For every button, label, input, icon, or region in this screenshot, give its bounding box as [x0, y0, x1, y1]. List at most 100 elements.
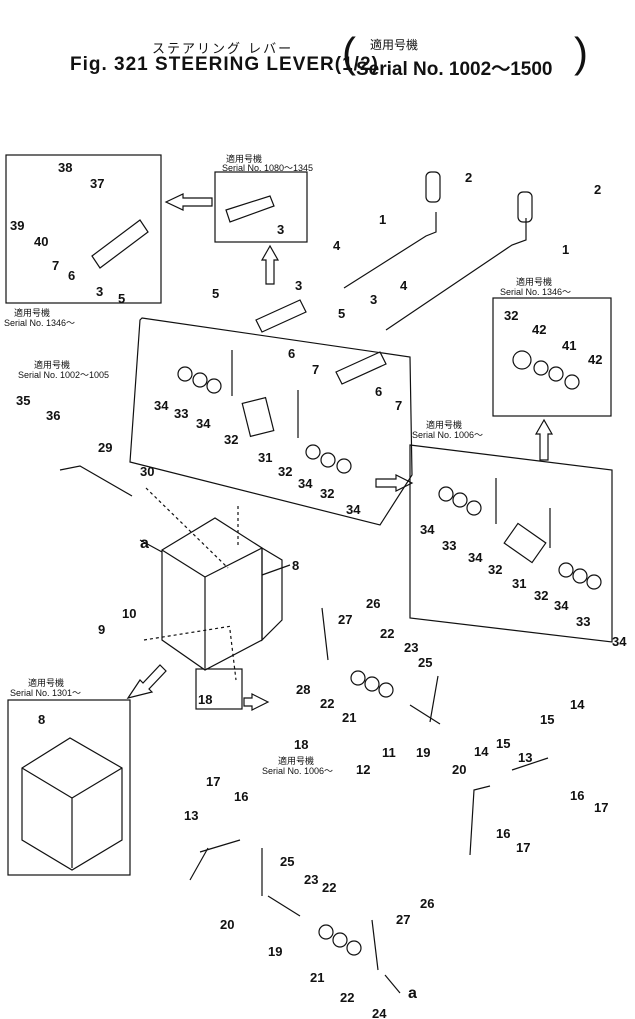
bracket-3-1080 — [225, 195, 275, 223]
arrow-up-1346b — [534, 418, 554, 461]
callout-27: 27 — [396, 912, 410, 927]
callout-34: 34 — [298, 476, 313, 491]
callout-26: 26 — [420, 896, 434, 911]
callout-33: 33 — [174, 406, 188, 421]
callout-10: 10 — [122, 606, 136, 621]
callout-22: 22 — [340, 990, 354, 1005]
callout-34: 34 — [554, 598, 569, 613]
callout-34: 34 — [154, 398, 169, 413]
lever-rod-1 — [343, 212, 437, 289]
callout-28: 28 — [296, 682, 310, 697]
callout-20: 20 — [220, 917, 234, 932]
callout-6: 6 — [68, 268, 75, 283]
callout-17: 17 — [206, 774, 220, 789]
rod-13-upper — [511, 757, 549, 771]
control-box-1301 — [21, 737, 123, 871]
callout-11: 11 — [382, 745, 396, 760]
callout-32: 32 — [504, 308, 518, 323]
callout-8: 8 — [38, 712, 45, 727]
left-paren-decoration: ( — [342, 29, 356, 76]
callout-32: 32 — [534, 588, 548, 603]
callout-23: 23 — [304, 872, 318, 887]
callout-34: 34 — [468, 550, 483, 565]
callout-1: 1 — [379, 212, 386, 227]
callout-32: 32 — [320, 486, 334, 501]
lever-rod-2 — [385, 218, 527, 331]
callout-18: 18 — [198, 692, 212, 707]
callout-4: 4 — [333, 238, 341, 253]
callout-34: 34 — [346, 502, 361, 517]
callout-23: 23 — [404, 640, 418, 655]
caption-en-1301: Serial No. 1301～ — [10, 688, 81, 698]
callout-7: 7 — [312, 362, 319, 377]
serial-english: Serial No. 1002～1500 — [356, 59, 553, 80]
callout-40: 40 — [34, 234, 48, 249]
callout-32: 32 — [224, 432, 238, 447]
callout-26: 26 — [366, 596, 380, 611]
callout-30: 30 — [140, 464, 154, 479]
sleeve-31 — [241, 396, 275, 438]
callout-15: 15 — [540, 712, 554, 727]
arrow-up-1080 — [260, 244, 280, 285]
callout-31: 31 — [512, 576, 526, 591]
inset-box-1080 — [214, 171, 308, 243]
callout-12: 12 — [356, 762, 370, 777]
callout-24: 24 — [372, 1006, 387, 1019]
callout-20: 20 — [452, 762, 466, 777]
callout-22: 22 — [320, 696, 334, 711]
callout-14: 14 — [570, 697, 585, 712]
inset-box-1346-b — [492, 297, 612, 417]
callout-34: 34 — [612, 634, 627, 649]
callout-9: 9 — [98, 622, 105, 637]
callout-7: 7 — [395, 398, 402, 413]
callout-42: 42 — [532, 322, 546, 337]
callout-3: 3 — [370, 292, 377, 307]
bracket-3-right — [335, 351, 387, 385]
callout-6: 6 — [375, 384, 382, 399]
caption-jp-1080: 適用号機 — [226, 153, 262, 164]
callout-21: 21 — [310, 970, 324, 985]
washer-group — [177, 350, 602, 956]
shaft-19-upper — [409, 704, 441, 725]
callout-19: 19 — [416, 745, 430, 760]
callout-34: 34 — [196, 416, 211, 431]
callout-16: 16 — [234, 789, 248, 804]
callout-36: 36 — [46, 408, 60, 423]
callout-3: 3 — [277, 222, 284, 237]
callout-1: 1 — [562, 242, 569, 257]
caption-jp-1346a: 適用号機 — [14, 307, 50, 318]
rod-13-lower — [199, 839, 241, 853]
callout-25: 25 — [418, 655, 432, 670]
callout-25: 25 — [280, 854, 294, 869]
callout-38: 38 — [58, 160, 72, 175]
arrow-right-1006 — [375, 474, 414, 492]
callout-18: 18 — [294, 737, 308, 752]
callout-22: 22 — [380, 626, 394, 641]
figure-title: Fig. 321 STEERING LEVER(1/2) — [70, 54, 379, 75]
arrow-to-inset-1346 — [164, 193, 213, 211]
caption-jp-1006a: 適用号機 — [426, 419, 462, 430]
sleeve-31b — [503, 522, 547, 564]
arrow-to-1301 — [126, 664, 167, 699]
callout-3: 3 — [96, 284, 103, 299]
callout-42: 42 — [588, 352, 602, 367]
title-japanese: ステアリング レバー — [152, 42, 294, 57]
caption-en-1006a: Serial No. 1006～ — [412, 430, 483, 440]
callout-8: 8 — [292, 558, 299, 573]
callout-6: 6 — [288, 346, 295, 361]
callout-39: 39 — [10, 218, 24, 233]
callout-17: 17 — [594, 800, 608, 815]
callout-33: 33 — [576, 614, 590, 629]
group-right-parallelogram — [409, 444, 613, 643]
right-paren-decoration: ) — [574, 29, 588, 76]
caption-en-1346a: Serial No. 1346～ — [4, 318, 75, 328]
cable-left — [189, 847, 209, 881]
caption-en-1080: Serial No. 1080～1345 — [222, 163, 313, 173]
caption-en-1002: Serial No. 1002～1005 — [18, 370, 109, 380]
callout-15: 15 — [496, 736, 510, 751]
letter-a-top: a — [140, 535, 149, 552]
callout-3: 3 — [295, 278, 302, 293]
inset-box-1346-a — [5, 154, 162, 304]
serial-japanese: 適用号機 — [370, 38, 419, 52]
knob-2a — [425, 171, 441, 203]
